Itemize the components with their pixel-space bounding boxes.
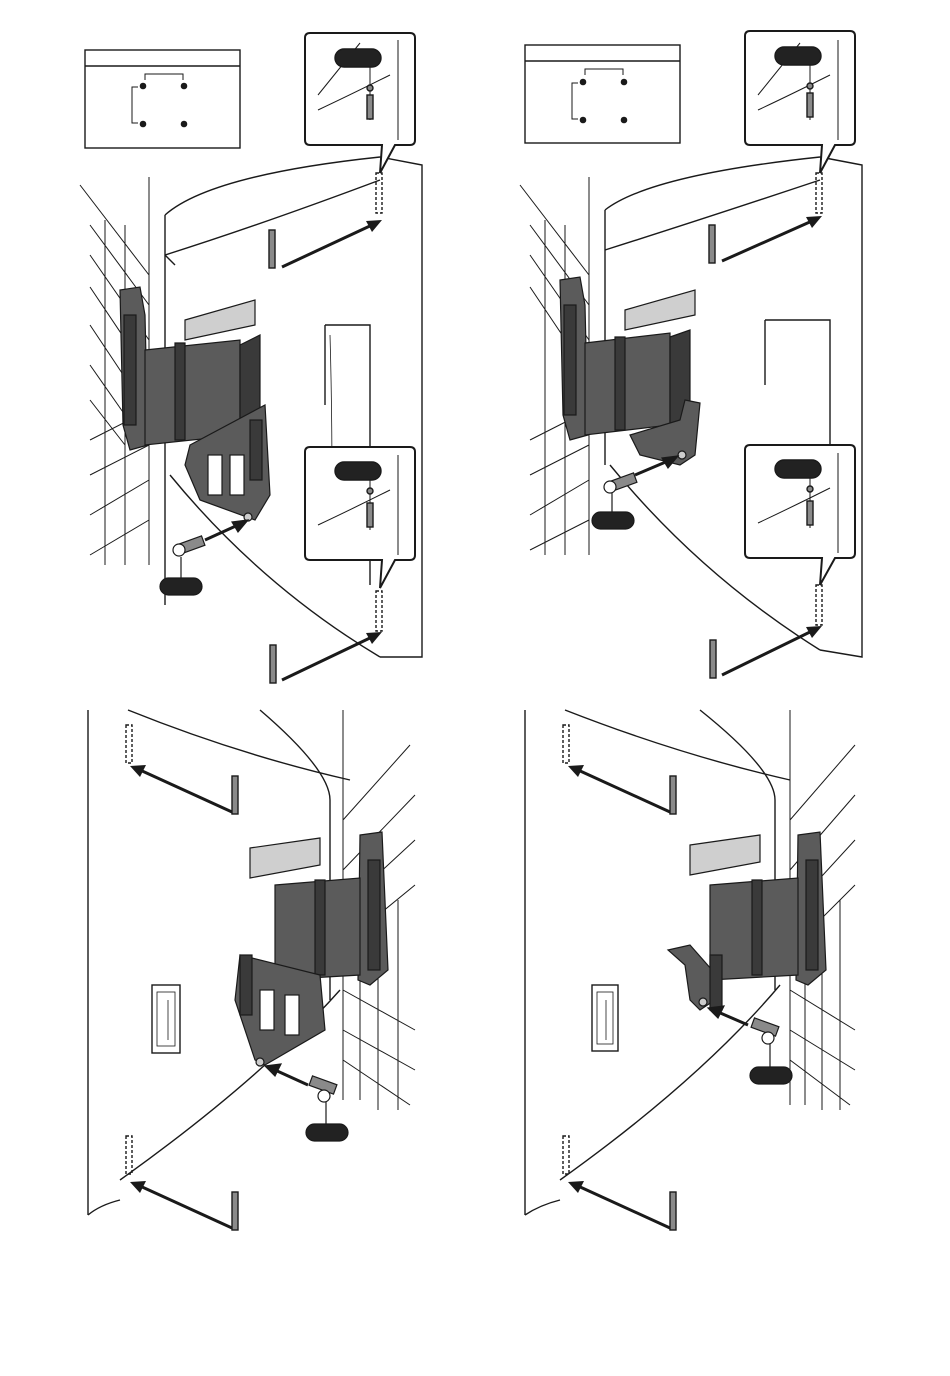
diagram-top-left bbox=[60, 25, 440, 695]
callout-bottom bbox=[745, 445, 855, 585]
screw bbox=[265, 1064, 348, 1141]
panel-top-left bbox=[60, 25, 440, 695]
panel-top-right bbox=[500, 25, 880, 695]
callout-top bbox=[305, 33, 415, 173]
wall-bracket-single-arm bbox=[560, 277, 700, 465]
diagram-bottom-right bbox=[500, 700, 880, 1245]
wall-bracket-single-arm bbox=[668, 832, 826, 1010]
diagram-bottom-left bbox=[60, 700, 440, 1245]
screw bbox=[592, 456, 678, 529]
insert-arrows bbox=[140, 770, 232, 1228]
diagram-top-right bbox=[500, 25, 880, 695]
callout-bottom bbox=[305, 447, 415, 588]
spacer-bar bbox=[269, 230, 275, 268]
panel-bottom-right bbox=[500, 700, 880, 1245]
wall-bracket-double-arm bbox=[120, 287, 270, 521]
spacer-bar bbox=[270, 645, 276, 683]
wall-bracket-double-arm bbox=[235, 832, 388, 1066]
mount-marker bbox=[126, 725, 132, 1174]
panel-bottom-left bbox=[60, 700, 440, 1245]
callout-top bbox=[745, 31, 855, 173]
hole-pattern-inset bbox=[85, 50, 240, 148]
hole-pattern-inset bbox=[525, 45, 680, 143]
screw bbox=[160, 520, 248, 595]
mount-marker bbox=[563, 725, 569, 1174]
